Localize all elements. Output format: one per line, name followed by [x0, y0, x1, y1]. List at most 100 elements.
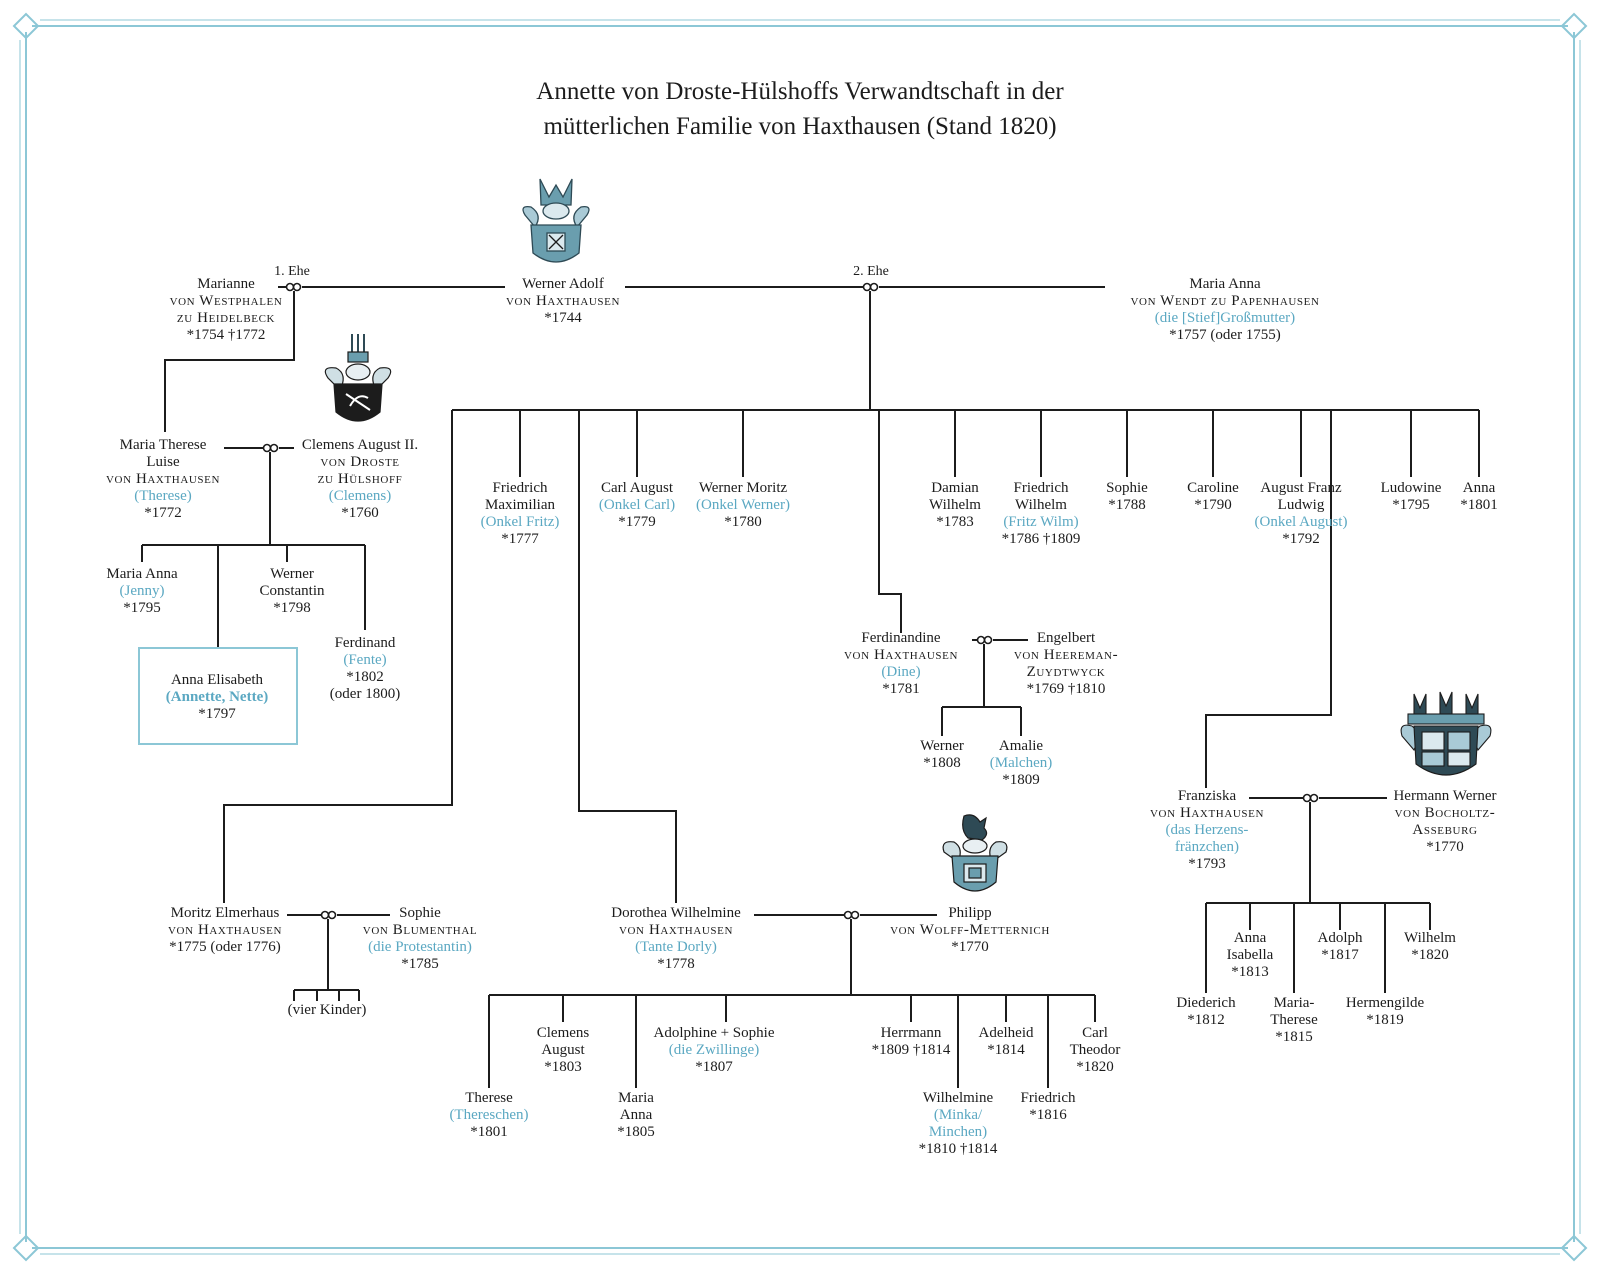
- person-engelbert: Engelbert von Heereman- Zuydtwyck *1769 …: [1014, 630, 1118, 698]
- person-amalie: Amalie (Malchen) *1809: [990, 738, 1052, 789]
- person-maria-anna-1805: Maria Anna *1805: [617, 1090, 655, 1141]
- dates: *1797: [198, 706, 236, 722]
- person-clemens-1803: Clemens August *1803: [537, 1025, 590, 1076]
- dates: *1775 (oder 1776): [169, 939, 281, 955]
- family: zu Hülshoff: [317, 471, 403, 487]
- family: von Haxthausen: [843, 647, 959, 663]
- name: Anna Elisabeth: [170, 672, 264, 688]
- family: zu Heidelbeck: [176, 310, 276, 326]
- name: Ferdinandine: [861, 630, 941, 646]
- person-ferdinand: Ferdinand (Fente) *1802 (oder 1800): [330, 635, 400, 703]
- vier-kinder-label: (vier Kinder): [288, 1002, 367, 1019]
- family: von Haxthausen: [167, 922, 283, 938]
- name: Herrmann: [880, 1025, 942, 1041]
- person-werner-moritz: Werner Moritz (Onkel Werner) *1780: [696, 480, 790, 531]
- dates: *1769 †1810: [1026, 681, 1106, 697]
- person-anna-isabella: Anna Isabella *1813: [1227, 930, 1274, 981]
- dates: *1809: [1002, 772, 1040, 788]
- person-maria-therese: Maria Therese Luise von Haxthausen (Ther…: [106, 437, 220, 522]
- dates: *1781: [882, 681, 920, 697]
- dates: *1770: [951, 939, 989, 955]
- nickname: (Minka/: [933, 1107, 983, 1123]
- person-jenny: Maria Anna (Jenny) *1795: [106, 566, 177, 617]
- person-marianne: Marianne von Westphalen zu Heidelbeck *1…: [170, 276, 283, 344]
- name: Philipp: [948, 905, 992, 921]
- dates: *1795: [123, 600, 161, 616]
- nickname: (die [Stief]Großmutter): [1154, 310, 1296, 326]
- diagram-title: Annette von Droste-Hülshoffs Verwandtsch…: [300, 74, 1300, 144]
- dates: *1785: [401, 956, 439, 972]
- name: Diederich: [1176, 995, 1236, 1011]
- nickname: (Thereschen): [449, 1107, 529, 1123]
- nickname: (Onkel August): [1254, 514, 1348, 530]
- haxthausen-crest: [522, 178, 590, 263]
- title-line-2: mütterlichen Familie von Haxthausen (Sta…: [543, 113, 1057, 140]
- name: Hermengilde: [1345, 995, 1425, 1011]
- dates: *1807: [695, 1059, 733, 1075]
- droste-crest: [324, 334, 392, 422]
- nickname: (Jenny): [119, 583, 165, 599]
- name: Dorothea Wilhelmine: [611, 905, 741, 921]
- name: Friedrich: [1013, 480, 1069, 496]
- wolff-metternich-crest: [942, 814, 1008, 892]
- person-hermann-werner: Hermann Werner von Bocholtz- Asseburg *1…: [1393, 788, 1496, 856]
- name: Carl: [1082, 1025, 1108, 1041]
- person-adelheid: Adelheid *1814: [979, 1025, 1034, 1059]
- person-wilhelm-1820: Wilhelm *1820: [1404, 930, 1456, 964]
- family: von Wolff-Metternich: [890, 922, 1050, 938]
- name: Maria-: [1273, 995, 1315, 1011]
- name: Werner: [920, 738, 964, 754]
- person-werner-constantin: Werner Constantin *1798: [259, 566, 324, 617]
- nickname: (die Zwillinge): [668, 1042, 760, 1058]
- person-annette: Anna Elisabeth (Annette, Nette) *1797: [166, 672, 268, 723]
- dates-note: (oder 1800): [329, 686, 401, 702]
- name: Sophie: [1106, 480, 1148, 496]
- dates: *1757 (oder 1755): [1169, 327, 1281, 343]
- person-maria-anna-wendt: Maria Anna von Wendt zu Papenhausen (die…: [1130, 276, 1319, 344]
- name: Isabella: [1226, 947, 1274, 963]
- family: von Haxthausen: [1149, 805, 1265, 821]
- nickname: (Therese): [134, 488, 192, 504]
- person-moritz-elmerhaus: Moritz Elmerhaus von Haxthausen *1775 (o…: [168, 905, 282, 956]
- dates: *1795: [1392, 497, 1430, 513]
- dates: *1786 †1809: [1001, 531, 1081, 547]
- name: Adolph: [1317, 930, 1363, 946]
- dates: *1809 †1814: [871, 1042, 951, 1058]
- person-dorothea-wilhelmine: Dorothea Wilhelmine von Haxthausen (Tant…: [611, 905, 741, 973]
- nickname: (Fritz Wilm): [1003, 514, 1079, 530]
- name: Ferdinand: [334, 635, 396, 651]
- nickname: (Onkel Fritz): [480, 514, 560, 530]
- name: Anna: [619, 1107, 653, 1123]
- person-ferdinandine: Ferdinandine von Haxthausen (Dine) *1781: [844, 630, 958, 698]
- nickname: (Malchen): [989, 755, 1053, 771]
- name: Luise: [146, 454, 180, 470]
- family: Zuydtwyck: [1026, 664, 1106, 680]
- name: Therese: [465, 1090, 513, 1106]
- family: von Bocholtz-: [1394, 805, 1496, 821]
- family: von Westphalen: [169, 293, 283, 309]
- person-franziska: Franziska von Haxthausen (das Herzens- f…: [1150, 788, 1264, 873]
- name: Wilhelmine: [922, 1090, 994, 1106]
- nickname: (Annette, Nette): [165, 689, 269, 705]
- name: Werner Moritz: [698, 480, 788, 496]
- person-therese-1801: Therese (Thereschen) *1801: [449, 1090, 528, 1141]
- person-philipp: Philipp von Wolff-Metternich *1770: [890, 905, 1050, 956]
- family: von Blumenthal: [362, 922, 478, 938]
- nickname: fränzchen): [1174, 839, 1240, 855]
- nickname: (Clemens): [328, 488, 392, 504]
- dates: *1777: [501, 531, 539, 547]
- bocholtz-crest: [1400, 691, 1492, 776]
- dates: *1770: [1426, 839, 1464, 855]
- dates: *1816: [1029, 1107, 1067, 1123]
- dates: *1808: [923, 755, 961, 771]
- nickname: (Dine): [881, 664, 921, 680]
- name: August Franz: [1260, 480, 1342, 496]
- dates: *1801: [1460, 497, 1498, 513]
- family: von Haxthausen: [505, 293, 621, 309]
- nickname: (Tante Dorly): [635, 939, 717, 955]
- name: Maria Anna: [106, 566, 178, 582]
- person-maria-therese-1815: Maria- Therese *1815: [1270, 995, 1317, 1046]
- family: von Droste: [320, 454, 400, 470]
- person-werner-1808: Werner *1808: [920, 738, 964, 772]
